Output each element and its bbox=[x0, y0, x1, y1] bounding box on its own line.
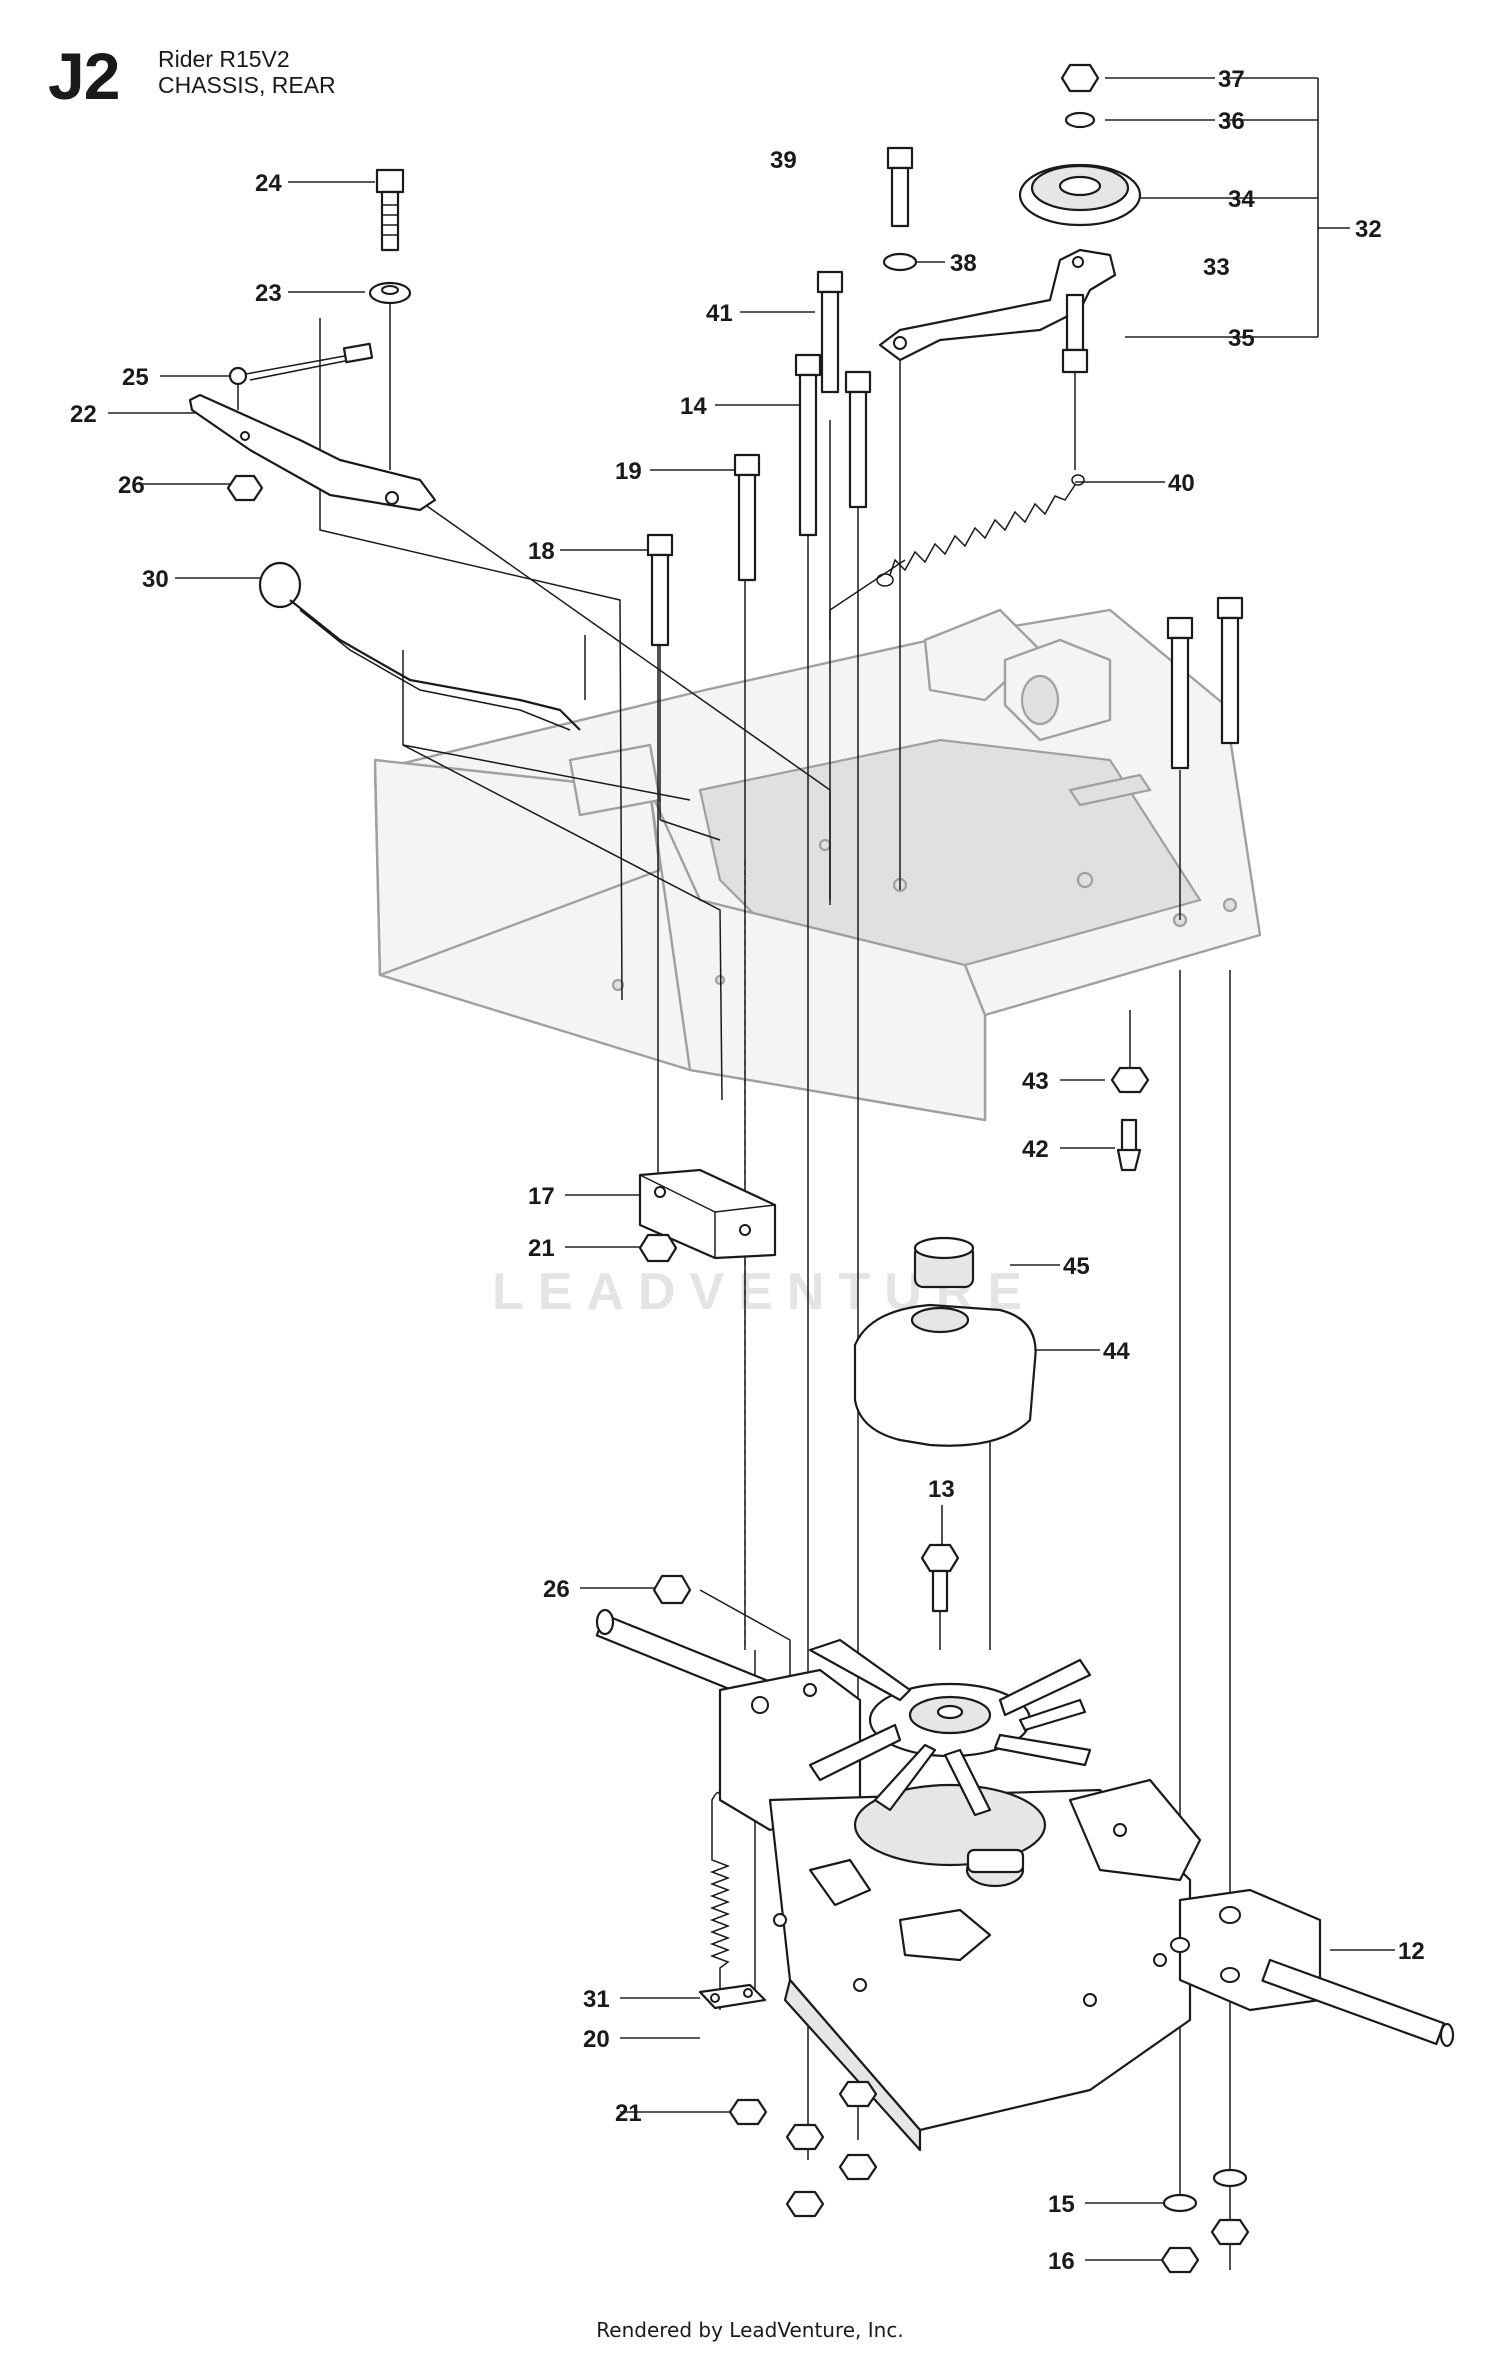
callout-20: 20 bbox=[583, 2026, 610, 2053]
part-14-bolt-second bbox=[844, 370, 872, 509]
part-19-bolt bbox=[733, 453, 761, 582]
part-20-plate bbox=[698, 1983, 767, 2010]
callout-32: 32 bbox=[1355, 216, 1382, 243]
callout-15: 15 bbox=[1048, 2191, 1075, 2218]
part-43-nut bbox=[1110, 1066, 1150, 1094]
callout-22: 22 bbox=[70, 401, 97, 428]
callout-36: 36 bbox=[1218, 108, 1245, 135]
part-41-bolt bbox=[816, 270, 844, 394]
part-18-bolt bbox=[646, 533, 674, 647]
part-36-washer bbox=[1064, 111, 1096, 129]
page-section: CHASSIS, REAR bbox=[158, 72, 336, 98]
callout-21-lower: 21 bbox=[615, 2100, 642, 2127]
part-21-nut-upper bbox=[638, 1233, 678, 1263]
transaxle-assembly bbox=[595, 1608, 1455, 2152]
callout-25: 25 bbox=[122, 364, 149, 391]
part-22-lever bbox=[188, 393, 437, 512]
part-26-nut bbox=[226, 474, 264, 502]
callout-35: 35 bbox=[1228, 325, 1255, 352]
callout-40: 40 bbox=[1168, 470, 1195, 497]
part-bolt-right-b bbox=[1216, 596, 1244, 745]
callout-12: 12 bbox=[1398, 1938, 1425, 1965]
part-38-washer bbox=[882, 252, 918, 272]
part-30-rod bbox=[258, 561, 581, 731]
part-24-bolt bbox=[375, 168, 405, 252]
part-45-cap bbox=[913, 1236, 975, 1289]
part-42-pin bbox=[1116, 1118, 1142, 1172]
callout-26: 26 bbox=[118, 472, 145, 499]
part-13-bolt bbox=[920, 1543, 960, 1613]
page-model: Rider R15V2 bbox=[158, 46, 290, 72]
page-code: J2 bbox=[48, 39, 120, 113]
part-35-bolt bbox=[1061, 293, 1089, 374]
part-14-bolt bbox=[794, 353, 822, 537]
callout-30: 30 bbox=[142, 566, 169, 593]
callout-21: 21 bbox=[528, 1235, 555, 1262]
callout-43: 43 bbox=[1022, 1068, 1049, 1095]
part-40-spring bbox=[876, 474, 1085, 587]
part-37-nut bbox=[1060, 63, 1100, 93]
part-26-nut-lower bbox=[652, 1574, 692, 1605]
callout-24: 24 bbox=[255, 170, 282, 197]
callout-44: 44 bbox=[1103, 1338, 1130, 1365]
callout-34: 34 bbox=[1228, 186, 1255, 213]
callout-31: 31 bbox=[583, 1986, 610, 2013]
part-23-spacer bbox=[368, 281, 412, 305]
callout-23: 23 bbox=[255, 280, 282, 307]
chassis-frame bbox=[373, 608, 1262, 1122]
part-44-tank bbox=[853, 1303, 1037, 1447]
callout-42: 42 bbox=[1022, 1136, 1049, 1163]
callout-18: 18 bbox=[528, 538, 555, 565]
part-17-block bbox=[638, 1168, 777, 1260]
callout-41: 41 bbox=[706, 300, 733, 327]
leader-lines bbox=[108, 77, 1395, 2261]
part-25-rod bbox=[228, 342, 374, 410]
part-39-bolt bbox=[886, 146, 914, 228]
callout-19: 19 bbox=[615, 458, 642, 485]
footer-credit: Rendered by LeadVenture, Inc. bbox=[596, 2318, 904, 2342]
callout-17: 17 bbox=[528, 1183, 555, 1210]
part-34-pulley bbox=[1018, 163, 1142, 227]
callout-45: 45 bbox=[1063, 1253, 1090, 1280]
callout-14: 14 bbox=[680, 393, 707, 420]
callout-13: 13 bbox=[928, 1476, 955, 1503]
part-bolt-right-a bbox=[1166, 616, 1194, 770]
part-31-spring bbox=[709, 1791, 731, 2010]
callout-33: 33 bbox=[1203, 254, 1230, 281]
part-33-bracket bbox=[878, 248, 1117, 362]
callouts: 37 36 34 32 33 35 40 39 38 41 14 19 18 2… bbox=[70, 66, 1425, 2275]
callout-39: 39 bbox=[770, 147, 797, 174]
callout-16: 16 bbox=[1048, 2248, 1075, 2275]
callout-37: 37 bbox=[1218, 66, 1245, 93]
bottom-nuts bbox=[728, 2080, 1250, 2274]
callout-26-lower: 26 bbox=[543, 1576, 570, 1603]
callout-38: 38 bbox=[950, 250, 977, 277]
